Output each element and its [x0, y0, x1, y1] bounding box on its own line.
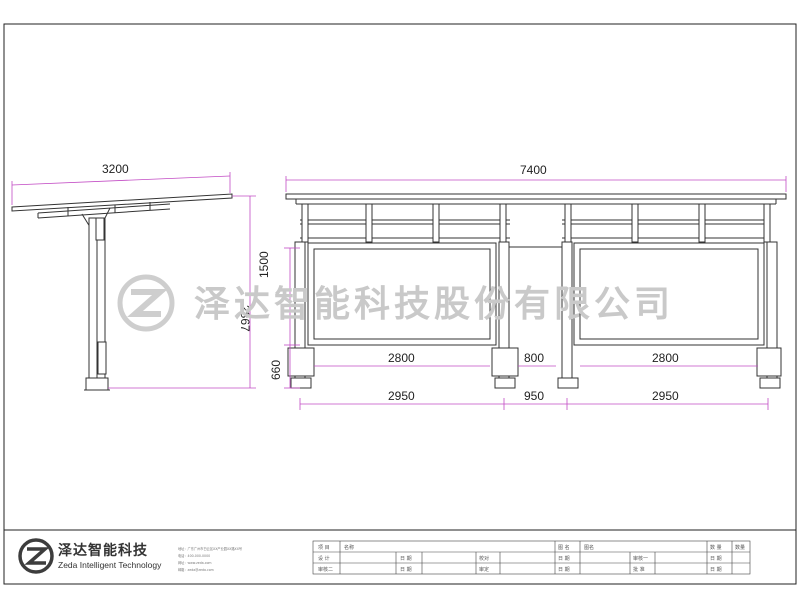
dim-panel-height: 1500 [257, 251, 271, 278]
tb-ratify-label: 批 准 [633, 566, 645, 573]
watermark-text: 泽达智能科技股份有限公司 [194, 284, 674, 325]
tb-check-label: 校对 [479, 555, 489, 562]
dim-front-width: 7400 [520, 163, 547, 177]
tb-date-label: 日 期 [558, 556, 570, 562]
dim-panel-gap: 800 [524, 351, 544, 365]
dim-side-width: 3200 [102, 162, 129, 176]
contact-line: 邮箱：zeda@zeda.com [178, 567, 214, 572]
contact-line: 网址：www.zeda.com [178, 560, 212, 565]
dim-bay-left: 2950 [388, 389, 415, 403]
tb-date-label: 日 期 [558, 567, 570, 573]
dim-panel-left: 2800 [388, 351, 415, 365]
contact-info: 地址：广东广州市白云区XX产业园XX路XX号 电话：400-000-0000 网… [178, 546, 242, 572]
title-block [312, 540, 751, 575]
side-roof [11, 193, 233, 212]
company-name-en: Zeda Intelligent Technology [58, 560, 162, 570]
tb-review1-label: 审核一 [633, 555, 648, 562]
tb-name-label: 名称 [344, 544, 354, 551]
tb-qty-value: 数量 [735, 544, 745, 551]
dim-base-height: 660 [269, 360, 283, 380]
tb-date-label: 日 期 [710, 567, 722, 573]
tb-project-label: 项 目 [318, 545, 330, 551]
front-dimensions [284, 176, 787, 410]
footer-logo [18, 538, 54, 574]
tb-qty-label: 数 量 [710, 544, 722, 551]
side-dimensions [11, 172, 256, 389]
dim-panel-right: 2800 [652, 351, 679, 365]
dim-bay-right: 2950 [652, 389, 679, 403]
tb-design-label: 设 计 [318, 555, 330, 562]
tb-drawing-value: 图名 [584, 544, 594, 551]
front-elevation [285, 193, 787, 389]
tb-date-label: 日 期 [400, 556, 412, 562]
company-name-cn: 泽达智能科技 [58, 542, 148, 559]
tb-date-label: 日 期 [400, 567, 412, 573]
contact-line: 电话：400-000-0000 [178, 553, 210, 558]
watermark-logo [117, 274, 175, 332]
baluster-row [301, 203, 771, 243]
sheet-border [3, 23, 797, 585]
contact-line: 地址：广东广州市白云区XX产业园XX路XX号 [178, 546, 242, 551]
tb-review2-label: 审核二 [318, 566, 333, 573]
dim-bay-gap: 950 [524, 389, 544, 403]
tb-approve-label: 审定 [479, 566, 489, 573]
side-elevation [11, 193, 233, 391]
tb-date-label: 日 期 [710, 556, 722, 562]
front-roof [285, 193, 787, 200]
tb-drawing-label: 图 名 [558, 544, 570, 551]
dim-side-height: 2867 [238, 305, 252, 332]
